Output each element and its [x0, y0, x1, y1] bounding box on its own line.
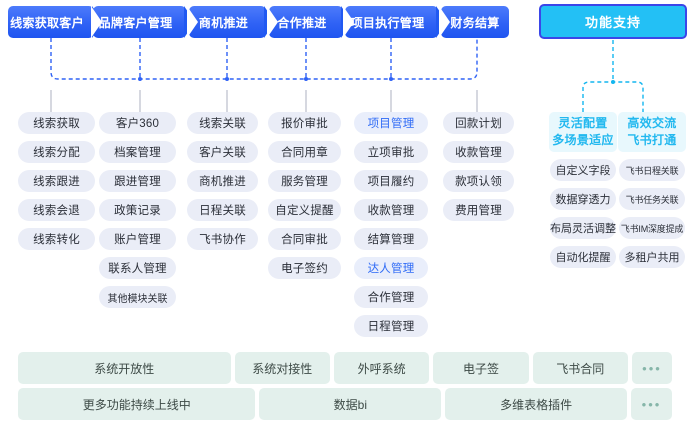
capability-cell[interactable]: 系统对接性	[234, 352, 330, 384]
capability-more-button[interactable]: •••	[631, 352, 673, 384]
flow-arrow-notch-icon	[267, 6, 278, 38]
flow-tab-4[interactable]: 合作推进	[269, 6, 343, 38]
support-item[interactable]: 自动化提醒	[550, 246, 616, 268]
support-button[interactable]: 功能支持	[539, 4, 687, 39]
capability-label: 系统开放性	[94, 361, 155, 376]
capability-label: 外呼系统	[357, 361, 406, 376]
module-item[interactable]: 飞书协作	[187, 228, 258, 250]
flow-tab-3[interactable]: 商机推进	[189, 6, 266, 38]
capability-cell[interactable]: 系统开放性	[18, 352, 231, 384]
support-header-line: 灵活配置	[558, 116, 608, 130]
support-item[interactable]: 飞书日程关联	[619, 159, 685, 181]
flow-arrow-notch-icon	[439, 6, 450, 38]
capability-label: 飞书合同	[556, 361, 605, 376]
capability-cell[interactable]: 更多功能持续上线中	[18, 388, 256, 420]
module-item[interactable]: 档案管理	[99, 141, 176, 163]
module-item[interactable]: 线索会退	[18, 199, 95, 221]
module-item[interactable]: 合作管理	[354, 286, 428, 308]
more-dots-icon: •••	[641, 396, 662, 412]
capability-row-1: 系统开放性 系统对接性 外呼系统 电子签 飞书合同 •••	[18, 352, 673, 384]
module-item[interactable]: 跟进管理	[99, 170, 176, 192]
flow-tab-5[interactable]: 项目执行管理	[345, 6, 438, 38]
module-item[interactable]: 线索关联	[187, 112, 258, 134]
module-item[interactable]: 合同审批	[268, 228, 341, 250]
support-column-2: 高效交流飞书打通飞书日程关联飞书任务关联飞书IM深度提成多租户共用	[618, 112, 686, 268]
module-column-5: 项目管理立项审批项目履约收款管理结算管理达人管理合作管理日程管理	[354, 112, 428, 337]
module-item[interactable]: 达人管理	[354, 257, 428, 279]
support-column-header[interactable]: 高效交流飞书打通	[618, 112, 686, 152]
support-item[interactable]: 数据穿透力	[550, 188, 616, 210]
module-column-4: 报价审批合同用章服务管理自定义提醒合同审批电子签约	[268, 112, 341, 279]
bottom-capability-rows: 系统开放性 系统对接性 外呼系统 电子签 飞书合同 ••• 更多功能持续上线中 数据bi 多维表…	[18, 352, 673, 424]
flow-arrow-notch-icon	[91, 6, 102, 38]
support-item[interactable]: 多租户共用	[619, 246, 685, 268]
module-item[interactable]: 项目管理	[354, 112, 428, 134]
module-item[interactable]: 日程关联	[187, 199, 258, 221]
capability-label: 更多功能持续上线中	[82, 397, 191, 412]
module-column-6: 回款计划收款管理款项认领费用管理	[443, 112, 514, 221]
capability-label: 多维表格插件	[500, 397, 573, 412]
module-item[interactable]: 日程管理	[354, 315, 428, 337]
module-item[interactable]: 电子签约	[268, 257, 341, 279]
support-item[interactable]: 自定义字段	[550, 159, 616, 181]
module-item[interactable]: 商机推进	[187, 170, 258, 192]
flow-tab-2[interactable]: 品牌客户管理	[93, 6, 186, 38]
support-header-line: 高效交流	[627, 116, 677, 130]
module-item[interactable]: 政策记录	[99, 199, 176, 221]
support-header-line: 飞书打通	[627, 133, 677, 147]
capability-cell[interactable]: 飞书合同	[532, 352, 628, 384]
module-item[interactable]: 报价审批	[268, 112, 341, 134]
capability-cell[interactable]: 多维表格插件	[445, 388, 627, 420]
flow-arrow-notch-icon	[187, 6, 198, 38]
capability-cell[interactable]: 数据bi	[259, 388, 442, 420]
capability-cell[interactable]: 电子签	[433, 352, 529, 384]
module-item[interactable]: 联系人管理	[99, 257, 176, 279]
flow-tab-1[interactable]: 线索获取客户	[8, 6, 94, 38]
module-item[interactable]: 费用管理	[443, 199, 514, 221]
module-column-1: 线索获取线索分配线索跟进线索会退线索转化	[18, 112, 95, 250]
capability-row-2: 更多功能持续上线中 数据bi 多维表格插件 •••	[18, 388, 672, 420]
module-item[interactable]: 客户关联	[187, 141, 258, 163]
capability-label: 系统对接性	[252, 361, 313, 376]
module-item[interactable]: 客户360	[99, 112, 176, 134]
support-item[interactable]: 飞书IM深度提成	[619, 217, 685, 239]
capability-cell[interactable]: 外呼系统	[333, 352, 430, 384]
flow-arrow-notch-icon	[343, 6, 354, 38]
more-dots-icon: •••	[642, 360, 662, 376]
flow-tab-6[interactable]: 财务结算	[441, 6, 509, 38]
module-item[interactable]: 立项审批	[354, 141, 428, 163]
support-item[interactable]: 布局灵活调整	[550, 217, 616, 239]
module-item[interactable]: 收款管理	[354, 199, 428, 221]
module-item[interactable]: 款项认领	[443, 170, 514, 192]
module-item[interactable]: 线索分配	[18, 141, 95, 163]
module-item[interactable]: 其他模块关联	[99, 286, 176, 308]
module-item[interactable]: 合同用章	[268, 141, 341, 163]
module-item[interactable]: 自定义提醒	[268, 199, 341, 221]
module-item[interactable]: 回款计划	[443, 112, 514, 134]
module-item[interactable]: 账户管理	[99, 228, 176, 250]
capability-label: 数据bi	[333, 397, 367, 412]
module-item[interactable]: 服务管理	[268, 170, 341, 192]
support-column-1: 灵活配置多场景适应自定义字段数据穿透力布局灵活调整自动化提醒	[549, 112, 617, 268]
module-item[interactable]: 线索跟进	[18, 170, 95, 192]
module-item[interactable]: 线索获取	[18, 112, 95, 134]
module-column-2: 客户360 档案管理跟进管理政策记录账户管理联系人管理其他模块关联	[99, 112, 176, 308]
module-column-3: 线索关联客户关联商机推进日程关联飞书协作	[187, 112, 258, 250]
module-item[interactable]: 结算管理	[354, 228, 428, 250]
support-header-line: 多场景适应	[552, 133, 614, 147]
capability-label: 电子签	[462, 361, 499, 376]
flow-tab-bar: 线索获取客户品牌客户管理商机推进合作推进项目执行管理财务结算	[0, 6, 530, 38]
module-item[interactable]: 项目履约	[354, 170, 428, 192]
module-item[interactable]: 线索转化	[18, 228, 95, 250]
support-column-header[interactable]: 灵活配置多场景适应	[549, 112, 617, 152]
support-item[interactable]: 飞书任务关联	[619, 188, 685, 210]
module-item[interactable]: 收款管理	[443, 141, 514, 163]
capability-more-button[interactable]: •••	[630, 388, 672, 420]
